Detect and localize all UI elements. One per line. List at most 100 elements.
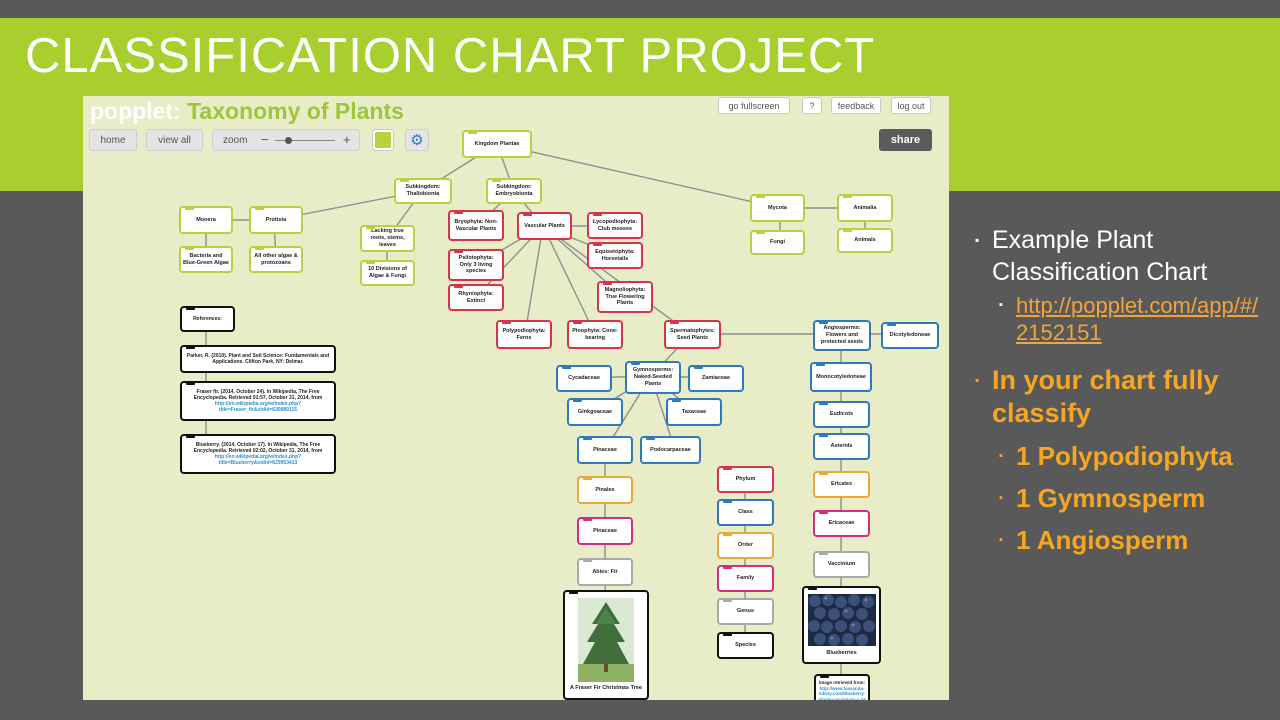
node-label: Ericaceae [828, 520, 855, 527]
node-abies[interactable]: Abies: Fir [577, 558, 633, 586]
ref-link[interactable]: http://en.wikipedia.org/w/index.php?titl… [214, 454, 302, 467]
bullet-marker-icon: ▪ [999, 534, 1003, 546]
node-species[interactable]: Species [717, 632, 774, 659]
node-vaccinium[interactable]: Vaccinium [813, 551, 870, 578]
zoom-out-button[interactable]: − [261, 132, 269, 147]
node-polypodiophyta[interactable]: Polypodiophyta: Ferns [496, 320, 552, 349]
node-bacteria[interactable]: Bacteria and Blue-Green Algae [179, 246, 233, 273]
zoom-slider-handle[interactable] [285, 137, 292, 144]
node-equisetophyta[interactable]: Equisetophyta: Horsetails [587, 242, 643, 269]
node-label: Abies: Fir [592, 568, 618, 575]
zoom-slider-track[interactable] [275, 140, 335, 141]
node-label: Ginkgoaceae [577, 408, 613, 415]
node-label: Pinaceae [593, 446, 617, 453]
node-fungi[interactable]: Fungi [750, 230, 805, 255]
node-spermatophytes[interactable]: Spermatophytes: Seed Plants [664, 320, 721, 349]
node-angiosperms[interactable]: Angiosperms: Flowers and protected seeds [813, 320, 871, 351]
node-divisions[interactable]: 10 Divisions of Algae & Fungi [360, 260, 415, 286]
node-phylum[interactable]: Phylum [717, 466, 774, 493]
node-taxaceae[interactable]: Taxaceae [666, 398, 722, 426]
feedback-button[interactable]: feedback [831, 97, 881, 114]
node-class[interactable]: Class [717, 499, 774, 526]
view-all-button[interactable]: view all [146, 129, 203, 151]
node-label: Fungi [770, 239, 785, 246]
node-label: Lycopodiophyta: Club mosses [592, 218, 638, 232]
node-dicotyledoneae[interactable]: Dicotyledoneae [881, 322, 939, 349]
node-label: Pinophyta: Cone-bearing [572, 327, 618, 341]
node-ref-blueberry[interactable]: Blueberry. (2014, October 17). In Wikipe… [180, 434, 336, 474]
node-label: Phylum [735, 476, 756, 483]
node-cycadaceae[interactable]: Cycadaceae [556, 365, 612, 392]
bullet-instruction: ▪In your chart fully classify [975, 364, 1270, 430]
help-button[interactable]: ? [802, 97, 822, 114]
node-lacking[interactable]: Lacking true roots, stems, leaves [360, 225, 415, 252]
node-ref-parker[interactable]: Parker, R. (2010). Plant and Soil Scienc… [180, 345, 336, 373]
go-fullscreen-button[interactable]: go fullscreen [718, 97, 790, 114]
popplet-link[interactable]: http://popplet.com/app/#/2152151 [1016, 293, 1259, 345]
node-ginkgoaceae[interactable]: Ginkgoaceae [567, 398, 623, 426]
node-kingdom[interactable]: Kingdom Plantae [462, 130, 532, 158]
node-references[interactable]: References: [180, 306, 235, 332]
node-label: Eudicots [829, 411, 854, 418]
bullet-text: 1 Angiosperm [1016, 525, 1189, 555]
node-family[interactable]: Family [717, 565, 774, 592]
fir-tree-image [578, 598, 634, 683]
node-pinaceae-family[interactable]: Pinaceae [577, 517, 633, 545]
node-label: Subkingdom: Embryobionta [495, 184, 533, 197]
node-psilotophyta[interactable]: Psilotophyta: Only 3 living species [448, 249, 504, 281]
node-zamiaceae[interactable]: Zamiaceae [688, 365, 744, 392]
node-image-source[interactable]: Image retrieved from: http://www.fassand… [814, 674, 870, 700]
node-algae[interactable]: All other algae & protozoans [249, 246, 303, 273]
node-podocarpaceae[interactable]: Podocarpaceae [640, 436, 701, 464]
node-asterids[interactable]: Asterids [813, 433, 870, 460]
bullet-text: 1 Gymnosperm [1016, 483, 1206, 513]
node-ericaceae[interactable]: Ericaceae [813, 510, 870, 537]
node-bryophyta[interactable]: Bryophyta: Non-Vascular Plants [448, 210, 504, 241]
bullet-marker-icon: ▪ [999, 450, 1003, 462]
node-genus[interactable]: Genus [717, 598, 774, 625]
node-thallobionta[interactable]: Subkingdom: Thallobionta [394, 178, 452, 204]
node-pinaceae[interactable]: Pinaceae [577, 436, 633, 464]
node-pinales[interactable]: Pinales [577, 476, 633, 504]
node-label: References: [193, 315, 222, 322]
node-label: A Fraser Fir Christmas Tree [570, 685, 642, 692]
node-blueberries[interactable]: Blueberries [802, 586, 881, 664]
share-button[interactable]: share [879, 129, 932, 151]
zoom-in-button[interactable]: + [343, 132, 351, 147]
node-label: Vascular Plants [524, 222, 565, 229]
gear-icon[interactable]: ⚙ [405, 129, 429, 151]
home-button[interactable]: home [89, 129, 137, 151]
node-label: Dicotyledoneae [889, 332, 931, 339]
node-label: Mycota [768, 204, 787, 211]
popplet-brand: popplet: [90, 98, 181, 124]
node-label: Equisetophyta: Horsetails [595, 248, 635, 262]
node-rhyniophyta[interactable]: Rhyniophyta: Extinct [448, 284, 504, 311]
image-link[interactable]: http://www.fassanda-ndiety.com/blueberry… [818, 685, 866, 700]
node-ericales[interactable]: Ericales [813, 471, 870, 498]
node-fir-tree[interactable]: A Fraser Fir Christmas Tree [563, 590, 649, 700]
node-ref-fraser[interactable]: Fraser fir. (2014, October 24). In Wikip… [180, 381, 336, 421]
node-embryobionta[interactable]: Subkingdom: Embryobionta [486, 178, 542, 204]
node-animals[interactable]: Animals [837, 228, 893, 253]
zoom-control[interactable]: zoom − + [212, 129, 360, 151]
node-vascular[interactable]: Vascular Plants [517, 212, 572, 240]
node-label: Species [735, 642, 756, 649]
node-magnoliophyta[interactable]: Magnoliophyta: True Flowering Plants [597, 281, 653, 313]
node-label: Class [738, 509, 753, 516]
node-order[interactable]: Order [717, 532, 774, 559]
node-label: Bryophyta: Non-Vascular Plants [454, 218, 498, 232]
color-chip[interactable] [373, 130, 393, 150]
node-monocotyledoneae[interactable]: Monocotyledoneae [810, 362, 872, 392]
node-mycota[interactable]: Mycota [750, 194, 805, 222]
bullet-marker-icon: ▪ [999, 299, 1003, 311]
log-out-button[interactable]: log out [891, 97, 931, 114]
node-gymnosperms[interactable]: Gymnosperms: Naked-Seeded Plants [625, 361, 681, 394]
node-animalia[interactable]: Animalia [837, 194, 893, 222]
node-pinophyta[interactable]: Pinophyta: Cone-bearing [567, 320, 623, 349]
node-protista[interactable]: Protista [249, 206, 303, 234]
node-eudicots[interactable]: Eudicots [813, 401, 870, 428]
node-lycopodiophyta[interactable]: Lycopodiophyta: Club mosses [587, 212, 643, 239]
node-label: Genus [736, 608, 755, 615]
ref-link[interactable]: http://en.wikipedia.org/w/index.php?titl… [214, 401, 302, 414]
node-monera[interactable]: Monera [179, 206, 233, 234]
